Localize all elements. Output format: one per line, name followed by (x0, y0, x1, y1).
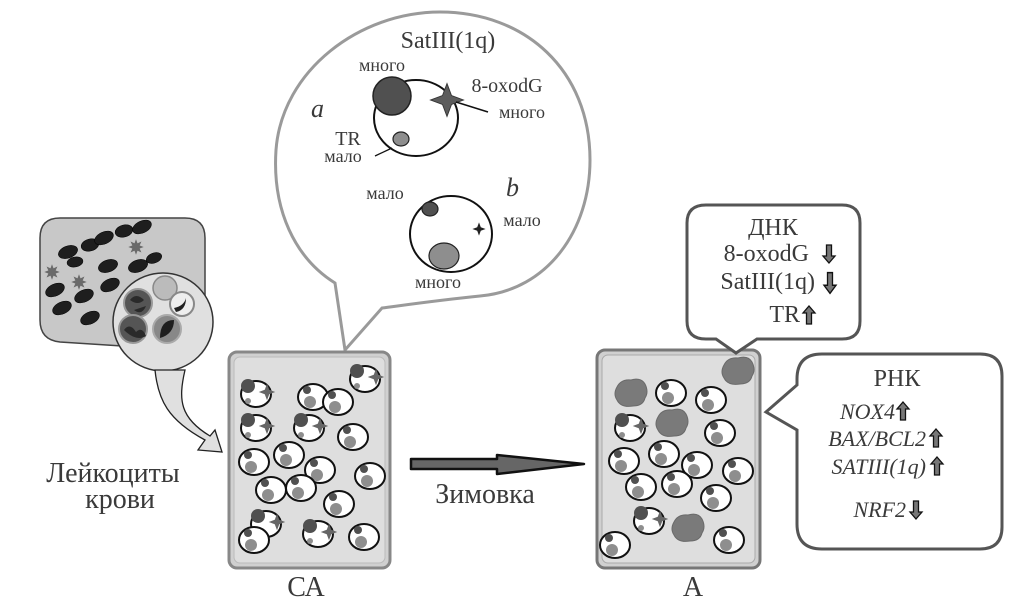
cell (255, 476, 287, 504)
rna-item-1: BAX/BCL2 (828, 426, 943, 451)
cell-a-letter: a (311, 94, 324, 123)
cell (608, 447, 640, 475)
leukocyte-magnifier (112, 272, 214, 372)
cell (348, 523, 380, 551)
cell-a-tr-amount: мало (324, 146, 361, 166)
damaged-cell (721, 356, 755, 385)
cell (238, 526, 270, 554)
cell-a: a много 8-oxodG много TR мало (311, 55, 545, 166)
rna-item-0: NOX4 (839, 399, 910, 424)
damaged-cell (671, 513, 705, 542)
cell (337, 423, 369, 451)
dna-item-2: TR (769, 302, 816, 328)
cell (273, 441, 305, 469)
curved-arrow-to-panel (154, 369, 223, 453)
cell (655, 379, 687, 407)
cell-b: b мало мало много (366, 173, 540, 292)
panel-treated-label: А (683, 572, 704, 603)
dna-item-label: 8-oxodG (724, 241, 809, 267)
cell (661, 470, 693, 498)
cell (700, 484, 732, 512)
cell (681, 451, 713, 479)
rna-item-label: NRF2 (852, 497, 906, 522)
rna-speech-bubble (763, 352, 1004, 551)
dna-item-0: 8-oxodG (724, 241, 836, 267)
rna-item-label: SATIII(1q) (832, 454, 927, 479)
cell-b-tr-amount: много (415, 272, 461, 292)
damaged-cell (614, 378, 648, 407)
cell (323, 490, 355, 518)
caption-leukocytes: Лейкоциты (46, 458, 180, 489)
cell-b-oxodg-amount: мало (503, 210, 540, 230)
stressed-cell (614, 413, 650, 442)
caption-blood: крови (85, 484, 155, 515)
panel-control-label: СА (287, 572, 325, 603)
cell (322, 388, 354, 416)
cell (304, 456, 336, 484)
panel-treated (595, 348, 762, 570)
cell (599, 531, 631, 559)
cell-b-letter: b (506, 173, 519, 202)
cell (722, 457, 754, 485)
cell-b-tr-spot (428, 242, 460, 270)
dna-item-1: SatIII(1q) (720, 269, 837, 295)
cell (713, 526, 745, 554)
rna-item-2: SATIII(1q) (832, 454, 944, 479)
cell-a-tr-label: TR (335, 128, 361, 150)
zoom-speech-bubble (274, 10, 592, 354)
stressed-cell (293, 413, 329, 442)
cell (704, 419, 736, 447)
cell-b-satiii-amount: мало (366, 183, 403, 203)
red-blood-cells (45, 219, 162, 326)
cell-a-oxodg-amount: много (499, 102, 545, 122)
cell (238, 448, 270, 476)
cell-a-satiii-amount: много (359, 55, 405, 75)
panel-control (227, 350, 392, 570)
rna-title: РНК (874, 366, 922, 392)
rna-item-label: NOX4 (839, 399, 895, 424)
rna-item-label: BAX/BCL2 (828, 426, 926, 451)
treated-cells (599, 356, 755, 559)
rna-item-3: NRF2 (852, 497, 923, 522)
cell (354, 462, 386, 490)
cell-b-satiii-spot (421, 201, 439, 217)
cell (648, 440, 680, 468)
blood-smear-illustration (39, 217, 223, 453)
transition-label: Зимовка (435, 479, 535, 510)
cell (695, 386, 727, 414)
transition-arrow (409, 453, 586, 476)
zoom-title: SatIII(1q) (401, 28, 496, 54)
stressed-cell (240, 413, 276, 442)
cell-a-tr-spot (392, 131, 410, 147)
dna-item-label: TR (769, 302, 800, 328)
dna-speech-bubble (685, 203, 862, 355)
damaged-cell (655, 408, 689, 437)
stressed-cell (633, 506, 669, 535)
stressed-cell (349, 364, 385, 393)
stressed-cell (302, 519, 338, 548)
stressed-cell (240, 379, 276, 408)
cell (625, 473, 657, 501)
dna-item-label: SatIII(1q) (720, 269, 815, 295)
cell-a-satiii-spot (372, 76, 412, 116)
cell-a-oxodg-label: 8-oxodG (471, 75, 542, 97)
dna-title: ДНК (748, 215, 799, 241)
control-cells (238, 364, 386, 554)
cell (285, 474, 317, 502)
